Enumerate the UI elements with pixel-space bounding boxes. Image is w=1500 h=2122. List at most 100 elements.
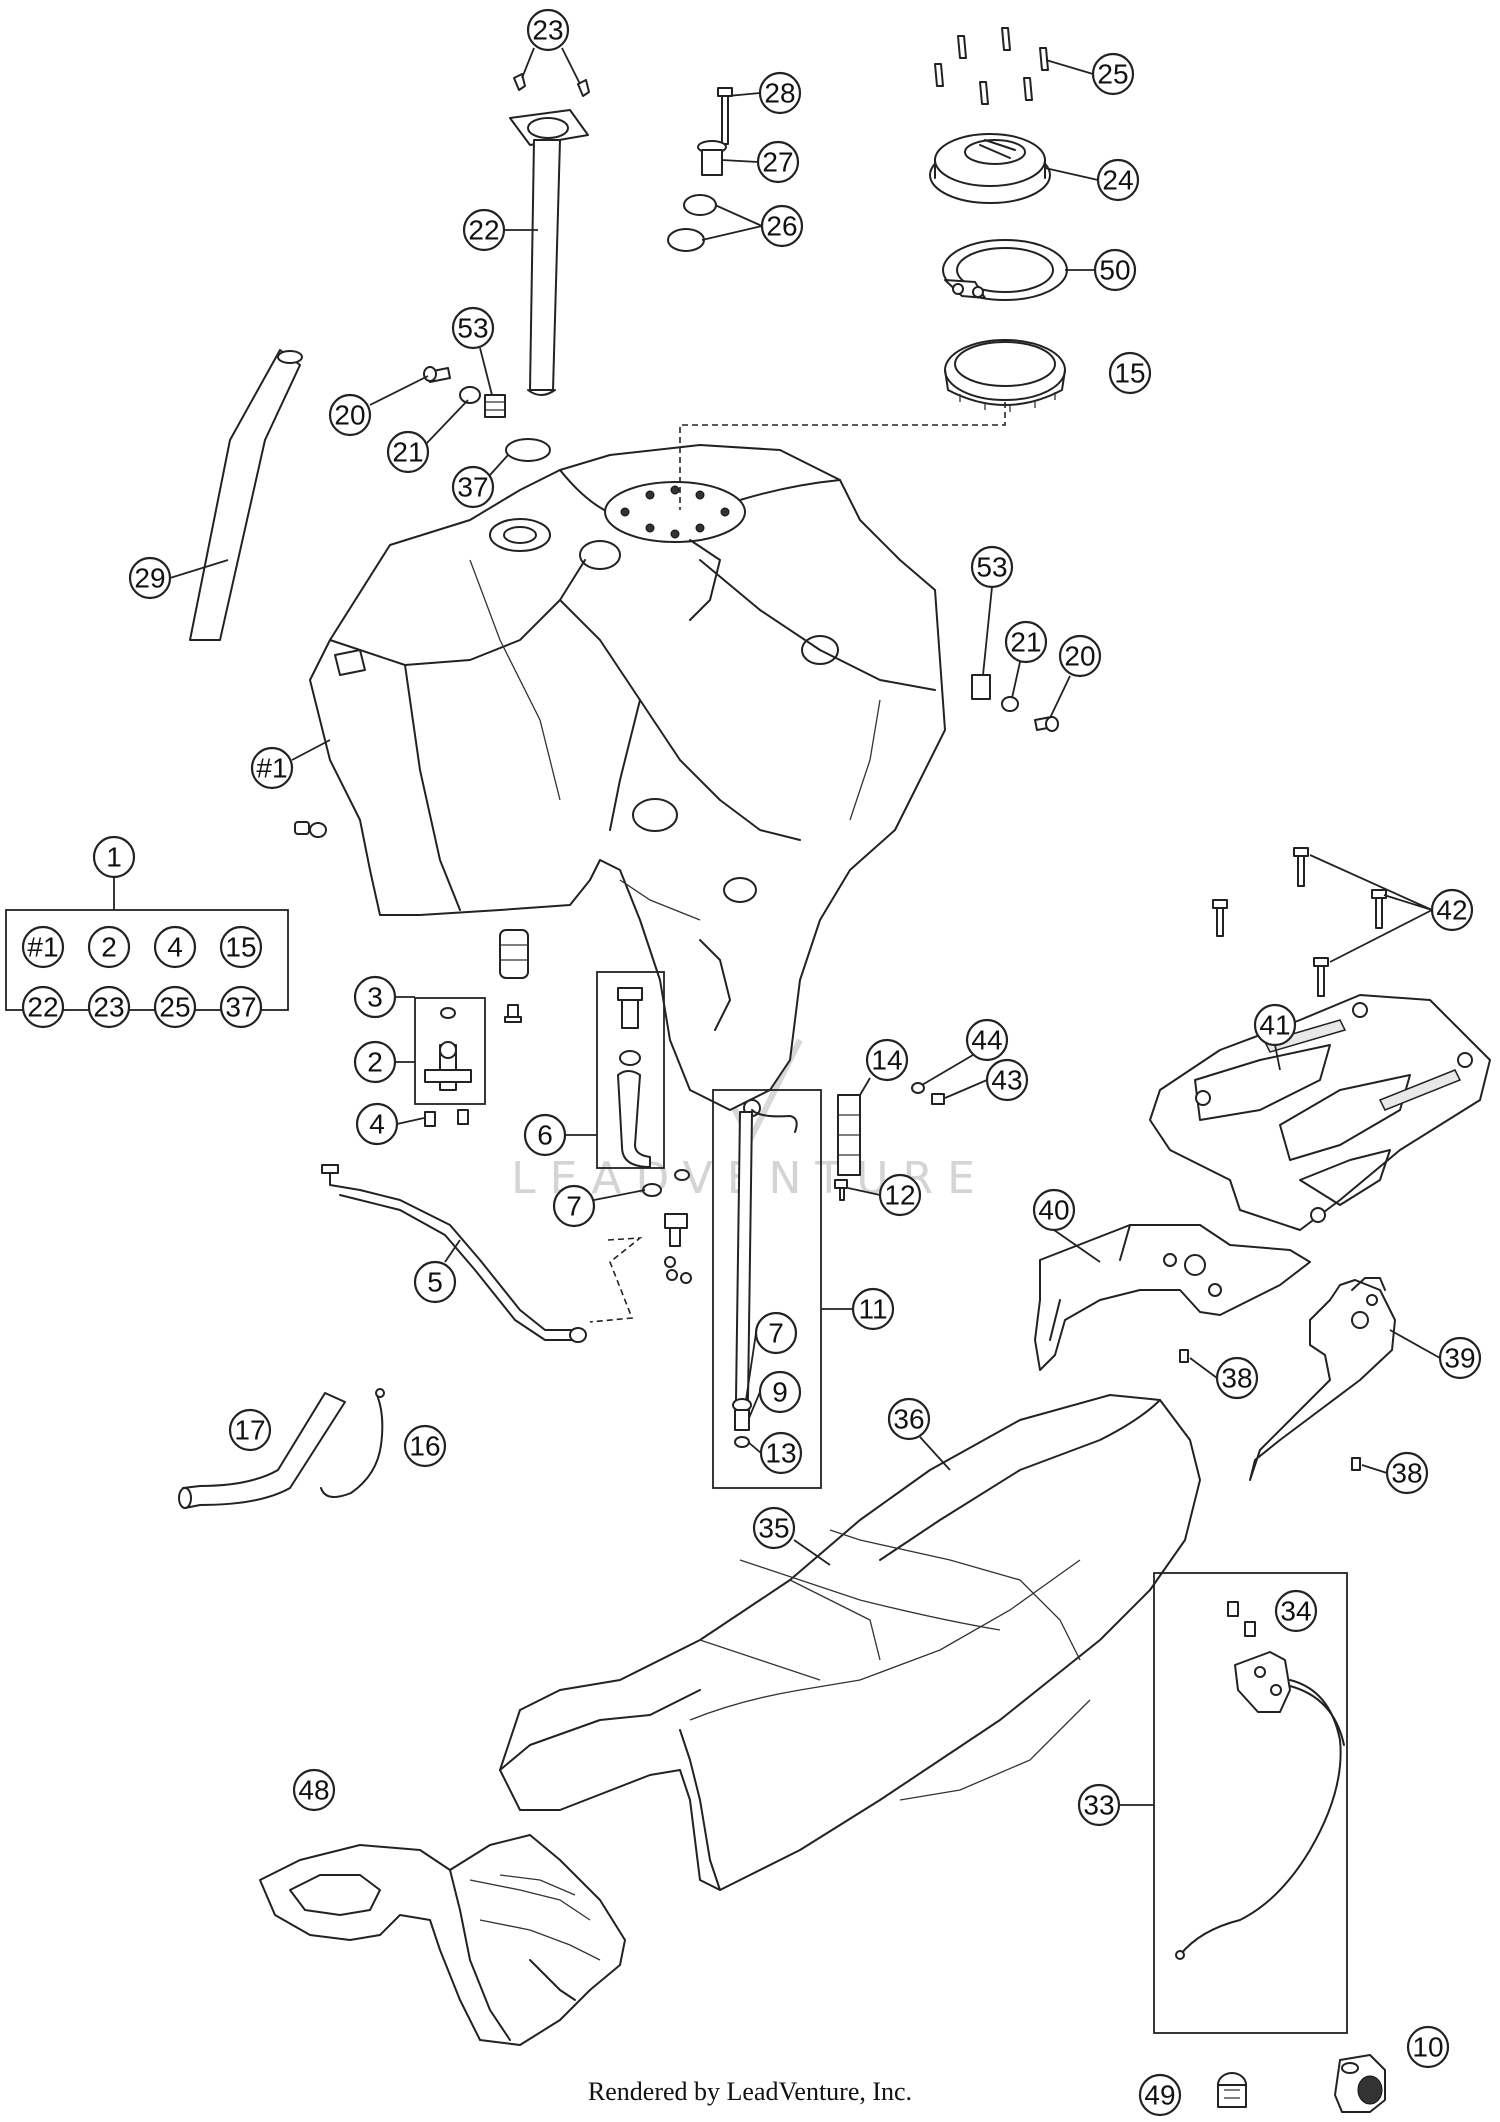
callout-c-h1-circle (250, 746, 294, 790)
callout-c-34-circle (1274, 1589, 1318, 1633)
callout-c-20b-circle (1058, 634, 1102, 678)
kit-item-k-25-label: 25 (159, 992, 190, 1023)
kit-item-k-23-circle (87, 985, 131, 1029)
callout-c-h1: #1 (250, 746, 294, 790)
callout-c-40-circle (1032, 1188, 1076, 1232)
kit-item-k-h1: #1 (21, 925, 65, 969)
callout-c-29: 29 (128, 556, 172, 600)
callout-c-23-label: 23 (532, 15, 563, 46)
callout-c-2-circle (353, 1040, 397, 1084)
kit-item-k-25-circle (153, 985, 197, 1029)
callout-c-21a-circle (386, 430, 430, 474)
callout-c-21b-label: 21 (1010, 627, 1041, 658)
kit-item-k-4-circle (153, 925, 197, 969)
breather-hose-box (712, 1089, 822, 1489)
callout-c-22: 22 (462, 208, 506, 252)
fuel-connector (617, 987, 651, 1168)
kit-item-k-23: 23 (87, 985, 131, 1029)
callout-c-9-label: 9 (772, 1377, 788, 1408)
callout-c-43: 43 (985, 1058, 1029, 1102)
filler-screws (513, 73, 590, 97)
callout-c-53a-circle (451, 306, 495, 350)
callout-c-17: 17 (228, 1408, 272, 1452)
callout-c-49: 49 (1138, 2073, 1182, 2117)
callout-c-11-label: 11 (858, 1294, 887, 1325)
kit-item-k-h1-circle (21, 925, 65, 969)
fuel-connector-box (596, 971, 665, 1169)
callout-c-1-circle (92, 835, 136, 879)
callout-c-40-label: 40 (1038, 1195, 1069, 1226)
tank-mount-bolt (294, 821, 327, 838)
kit-item-k-4: 4 (153, 925, 197, 969)
callout-c-44-label: 44 (971, 1025, 1002, 1056)
leader-lines (169, 47, 1441, 1806)
callout-c-35-circle (752, 1506, 796, 1550)
spacer-27 (697, 140, 727, 176)
hose-17 (178, 1392, 346, 1509)
callout-c-25-label: 25 (1097, 59, 1128, 90)
callout-c-12-label: 12 (884, 1180, 915, 1211)
rubber-block-14 (837, 1094, 861, 1176)
callout-c-36: 36 (887, 1397, 931, 1441)
seat-lock-box (1153, 1572, 1348, 2034)
callout-c-25: 25 (1091, 52, 1135, 96)
callout-c-7a-circle (552, 1184, 596, 1228)
callout-c-3: 3 (353, 975, 397, 1019)
callout-c-20a-circle (328, 393, 372, 437)
callout-c-13-circle (759, 1431, 803, 1475)
callout-c-22-circle (462, 208, 506, 252)
callout-c-20a: 20 (328, 393, 372, 437)
callout-c-42-label: 42 (1436, 895, 1467, 926)
footer-credit: Rendered by LeadVenture, Inc. (588, 2077, 912, 2106)
kit-item-k-2-label: 2 (101, 932, 117, 963)
low-seat (259, 1834, 626, 2046)
callout-c-43-label: 43 (991, 1065, 1022, 1096)
fuel-tap-box (414, 997, 486, 1105)
callout-c-26: 26 (760, 204, 804, 248)
callout-c-27-circle (756, 140, 800, 184)
callout-c-53a: 53 (451, 306, 495, 350)
callout-c-53b: 53 (970, 545, 1014, 589)
kit-item-k-37-circle (219, 985, 263, 1029)
vent-valve-right (971, 674, 1059, 732)
callout-c-53a-label: 53 (457, 313, 488, 344)
callout-c-5: 5 (413, 1260, 457, 1304)
callout-c-42: 42 (1430, 888, 1474, 932)
callout-c-28-label: 28 (764, 78, 795, 109)
screw-12 (834, 1179, 848, 1201)
callout-c-40: 40 (1032, 1188, 1076, 1232)
callout-c-49-label: 49 (1144, 2080, 1175, 2111)
grab-handle-right (1249, 1277, 1396, 1481)
callout-c-17-label: 17 (234, 1415, 265, 1446)
callout-c-13: 13 (759, 1431, 803, 1475)
kit-item-k-15-label: 15 (225, 932, 256, 963)
callout-c-38a: 38 (1215, 1356, 1259, 1400)
hose-fitting (664, 1213, 692, 1284)
callout-c-20a-label: 20 (334, 400, 365, 431)
kit-item-k-22-circle (21, 985, 65, 1029)
callout-c-7a: 7 (552, 1184, 596, 1228)
callout-c-23: 23 (526, 8, 570, 52)
callout-c-15: 15 (1108, 351, 1152, 395)
callout-c-5-label: 5 (427, 1267, 443, 1298)
callout-c-6-circle (523, 1113, 567, 1157)
vent-valve-left (423, 366, 506, 418)
callout-c-36-label: 36 (893, 1404, 924, 1435)
grommets-26 (667, 194, 717, 252)
kit-item-k-22: 22 (21, 985, 65, 1029)
hose-29 (189, 349, 303, 641)
callout-c-11: 11 (851, 1287, 895, 1331)
callout-c-43-circle (985, 1058, 1029, 1102)
callout-c-38b-label: 38 (1391, 1458, 1422, 1489)
callout-c-14-circle (865, 1038, 909, 1082)
callout-c-24-circle (1096, 158, 1140, 202)
callout-c-29-label: 29 (134, 563, 165, 594)
small-bolt (504, 1004, 522, 1023)
kit-item-k-37-label: 37 (225, 992, 256, 1023)
callout-c-38a-label: 38 (1221, 1363, 1252, 1394)
callout-c-50-label: 50 (1099, 255, 1130, 286)
fuel-tap-screws (424, 1109, 469, 1127)
kit-item-k-15: 15 (219, 925, 263, 969)
callout-c-53b-label: 53 (976, 552, 1007, 583)
